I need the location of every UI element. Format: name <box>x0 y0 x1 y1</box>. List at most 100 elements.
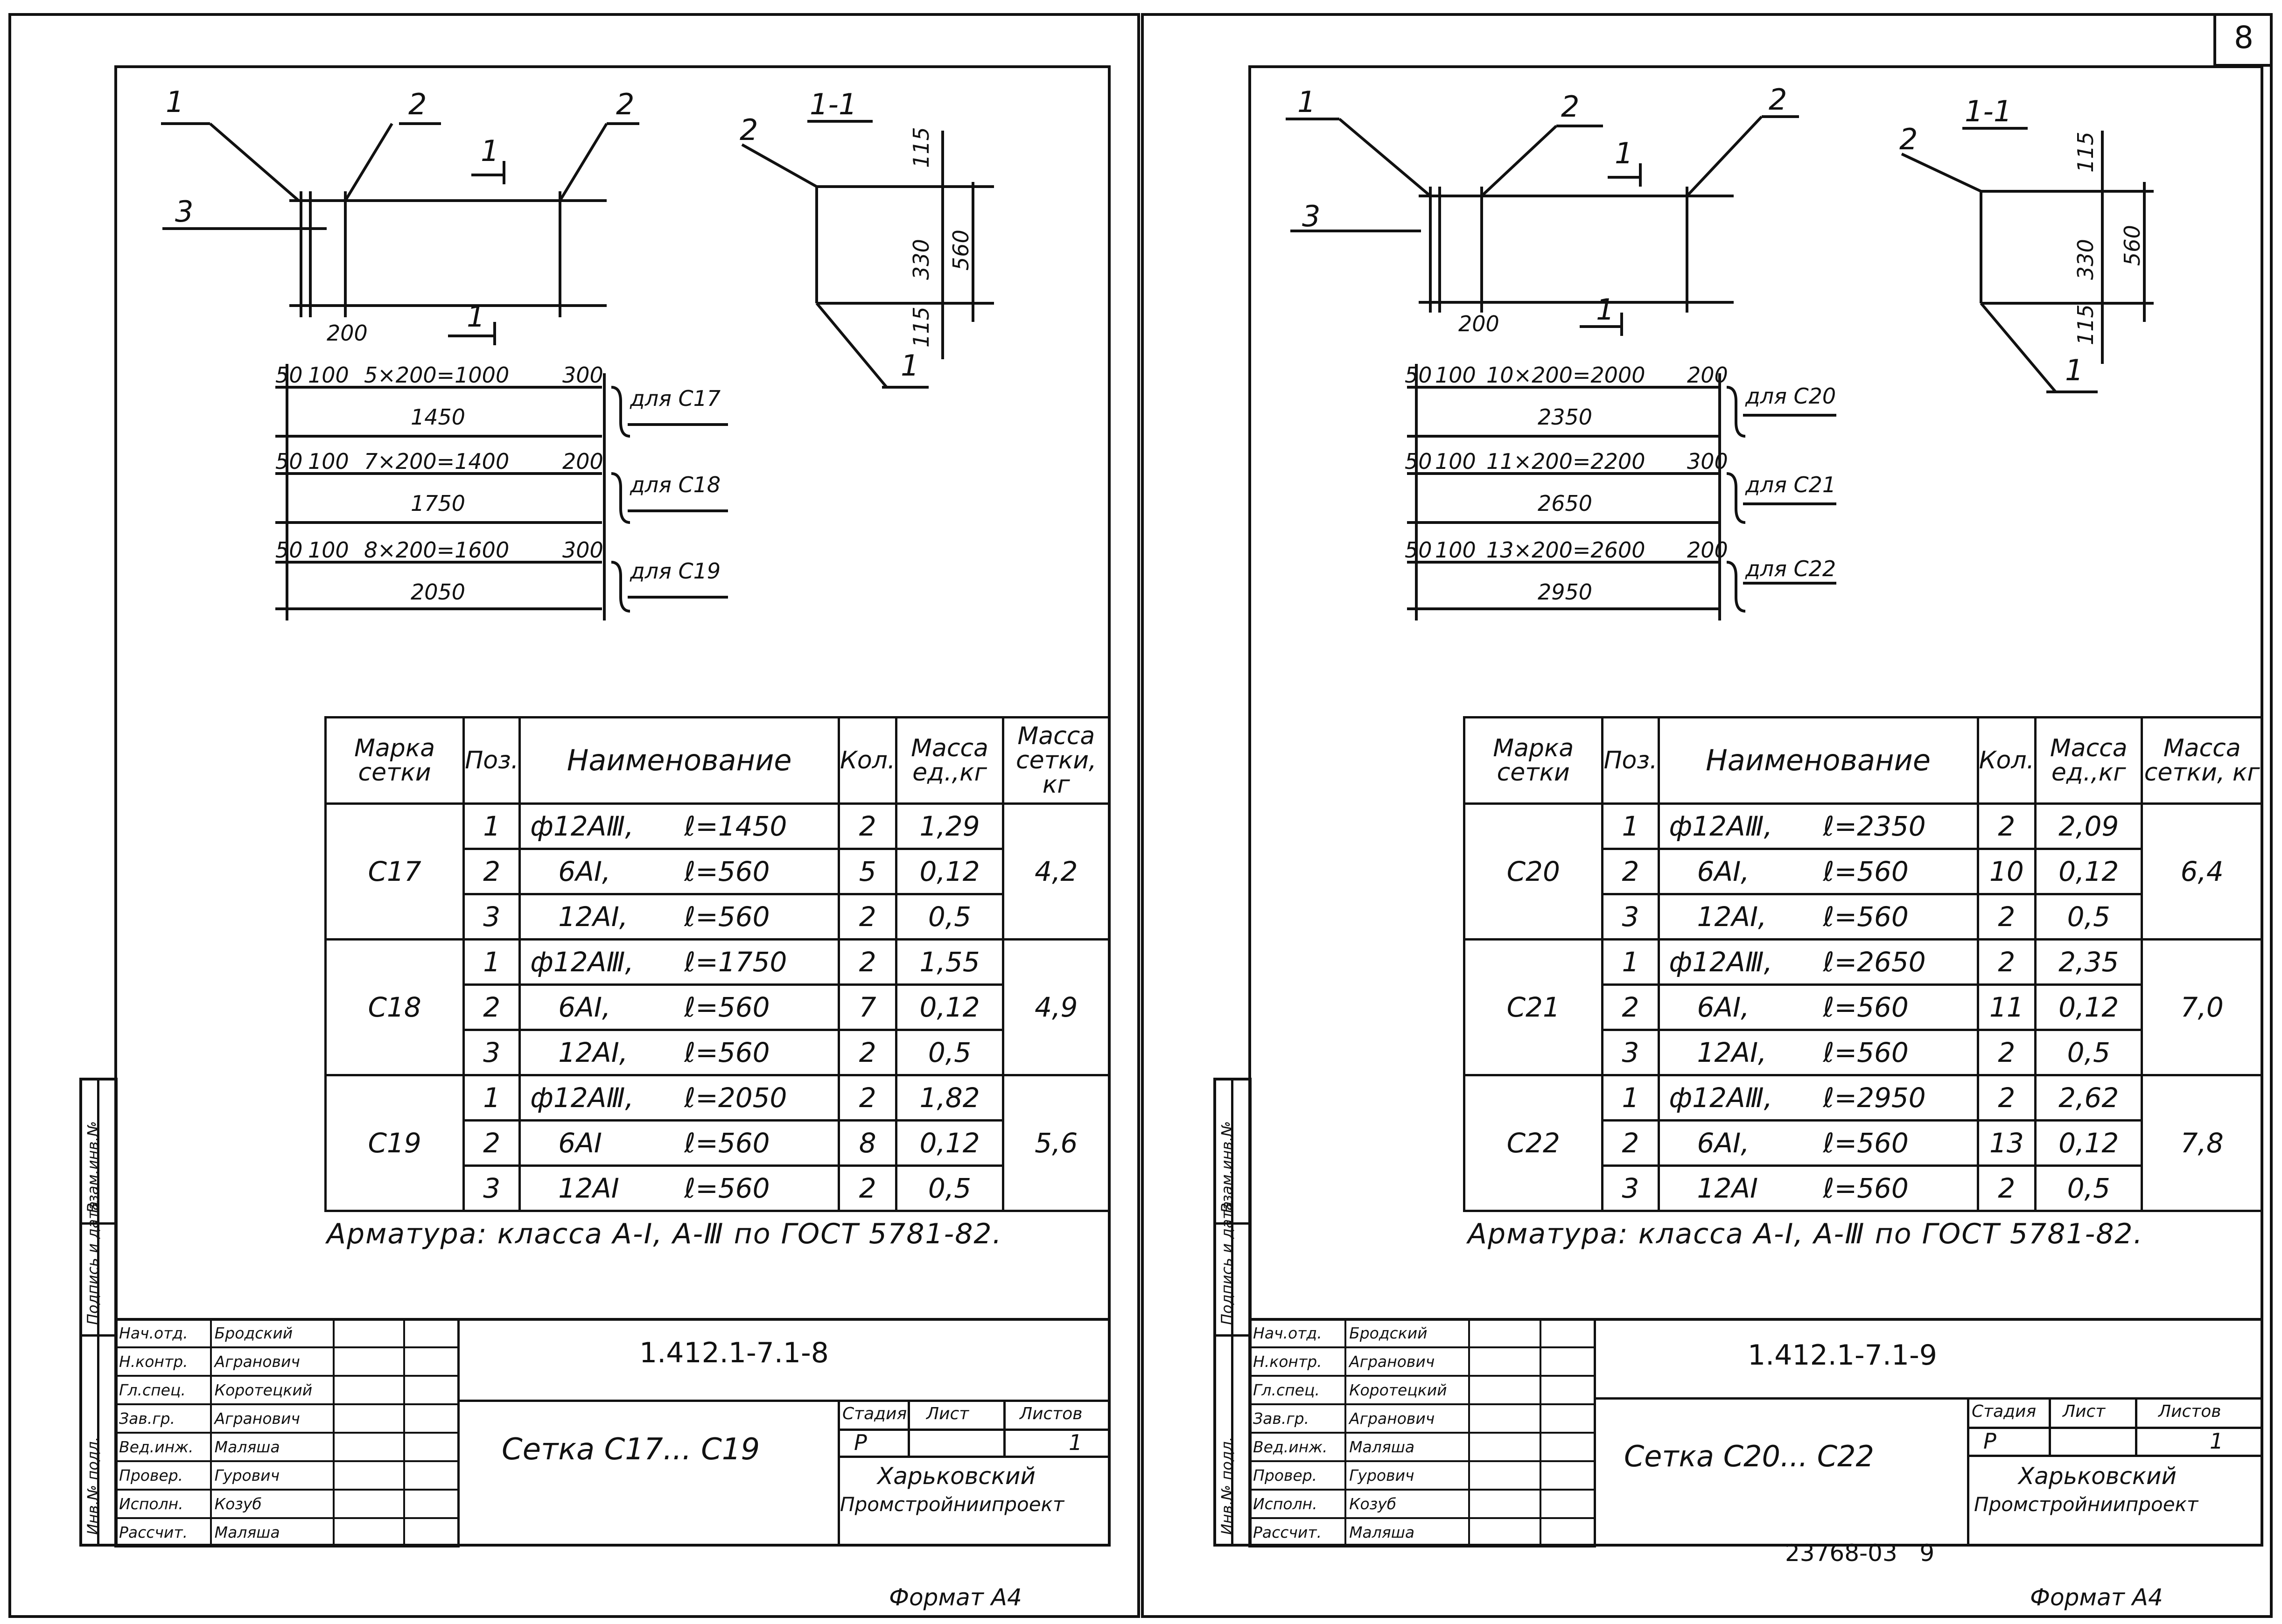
col-header: Марка сетки <box>1463 716 1604 805</box>
svg-text:2: 2 <box>1561 90 1579 124</box>
signature-row: Зав.гр.Агранович <box>114 1403 460 1434</box>
callout: 1 <box>467 300 485 334</box>
spec-table: Марка сетки Поз. Наименование Кол. Масса… <box>324 716 1111 1212</box>
signature-row: Рассчит.Маляша <box>1248 1517 1596 1547</box>
svg-text:200: 200 <box>1687 362 1728 388</box>
svg-text:для С22: для С22 <box>1745 556 1836 581</box>
note-reinforcement: Арматура: класса А-Ⅰ, А-Ⅲ по ГОСТ 5781-8… <box>1468 1218 2143 1250</box>
drawing-title: Сетка С17... С19 <box>502 1432 760 1467</box>
svg-text:115: 115 <box>2073 132 2098 173</box>
signature-row: Гл.спец.Коротецкий <box>1248 1375 1596 1405</box>
svg-text:1: 1 <box>1596 293 1614 327</box>
col-header: Масса сетки, кг <box>1001 716 1111 805</box>
page-number-box <box>2213 13 2273 67</box>
col-header: Наименование <box>518 716 840 805</box>
svg-text:200: 200 <box>1687 537 1728 563</box>
side-label: Взам.инв.№ <box>1218 1121 1236 1213</box>
signature-row: Вед.инж.Маляша <box>114 1432 460 1462</box>
company-name: Харьковский <box>877 1463 1036 1490</box>
svg-text:для С20: для С20 <box>1745 383 1836 409</box>
sheet-right: 8 Взам.инв.№ Подпись и дата Инв.№ подл. <box>1141 0 2282 1624</box>
svg-text:7×200=1400: 7×200=1400 <box>364 449 509 474</box>
svg-text:100: 100 <box>308 449 349 474</box>
svg-text:2650: 2650 <box>1538 491 1592 516</box>
doc-code: 1.412.1-7.1-8 <box>639 1337 829 1369</box>
side-label: Инв.№ подл. <box>1218 1436 1236 1535</box>
col-header: Масса ед.,кг <box>895 716 1004 805</box>
svg-text:300: 300 <box>562 362 603 388</box>
svg-text:для С19: для С19 <box>630 558 721 584</box>
svg-text:2950: 2950 <box>1538 579 1592 605</box>
signature-row: Провер.Гурович <box>114 1460 460 1491</box>
signature-row: Рассчит.Маляша <box>114 1517 460 1547</box>
callout: 1 <box>166 85 184 119</box>
svg-text:1: 1 <box>1297 85 1316 119</box>
svg-text:100: 100 <box>1435 362 1476 388</box>
svg-text:50: 50 <box>1405 537 1432 563</box>
signature-row: Зав.гр.Агранович <box>1248 1403 1596 1434</box>
svg-text:11×200=2200: 11×200=2200 <box>1486 449 1645 474</box>
side-label: Взам.инв.№ <box>84 1121 102 1213</box>
signature-row: Вед.инж.Маляша <box>1248 1432 1596 1462</box>
svg-text:300: 300 <box>562 537 603 563</box>
sheet-left: Взам.инв.№ Подпись и дата Инв.№ подл. <box>8 13 1140 1618</box>
page-number: 8 <box>2234 20 2254 56</box>
svg-text:50: 50 <box>275 449 303 474</box>
svg-text:300: 300 <box>1687 449 1728 474</box>
outer-frame <box>8 13 1140 1618</box>
svg-text:100: 100 <box>1435 537 1476 563</box>
callout: 2 <box>408 87 427 121</box>
svg-text:2: 2 <box>1769 83 1787 117</box>
svg-text:50: 50 <box>1405 449 1432 474</box>
signatures-table: Нач.отд.Бродский Н.контр.Агранович Гл.сп… <box>1248 1318 1596 1547</box>
svg-text:1: 1 <box>2065 353 2083 387</box>
callout: 2 <box>740 113 758 147</box>
note-reinforcement: Арматура: класса А-Ⅰ, А-Ⅲ по ГОСТ 5781-8… <box>327 1218 1002 1250</box>
svg-text:1: 1 <box>1615 136 1633 170</box>
dim: 115 <box>909 127 934 168</box>
spec-table: Марка сетки Поз. Наименование Кол. Масса… <box>1463 716 2263 1212</box>
side-label: Инв.№ подл. <box>84 1436 102 1535</box>
company-name: Промстройниипроект <box>840 1493 1064 1516</box>
svg-text:для С18: для С18 <box>630 472 721 497</box>
svg-text:8×200=1600: 8×200=1600 <box>364 537 509 563</box>
svg-text:50: 50 <box>275 362 303 388</box>
drawing-title: Сетка С20... С22 <box>1624 1439 1874 1473</box>
svg-text:115: 115 <box>2073 304 2098 345</box>
col-header: Кол. <box>837 716 898 805</box>
dim: 560 <box>948 230 973 271</box>
signatures-table: Нач.отд.Бродский Н.контр.Агранович Гл.сп… <box>114 1318 460 1547</box>
svg-text:2350: 2350 <box>1538 404 1592 430</box>
svg-text:560: 560 <box>2120 225 2145 266</box>
svg-text:13×200=2600: 13×200=2600 <box>1486 537 1645 563</box>
col-header: Марка сетки <box>324 716 465 805</box>
signature-row: Гл.спец.Коротецкий <box>114 1375 460 1405</box>
svg-text:200: 200 <box>562 449 603 474</box>
signature-row: Провер.Гурович <box>1248 1460 1596 1491</box>
doc-code: 1.412.1-7.1-9 <box>1748 1339 1937 1372</box>
col-header: Масса ед.,кг <box>2034 716 2143 805</box>
dim: 115 <box>909 307 934 348</box>
section-label: 1-1 <box>810 87 857 121</box>
signature-row: Исполн.Козуб <box>114 1489 460 1519</box>
svg-text:50: 50 <box>1405 362 1432 388</box>
svg-text:2050: 2050 <box>411 579 465 605</box>
svg-text:50: 50 <box>275 537 303 563</box>
section-label: 1-1 <box>1965 94 2012 128</box>
svg-text:330: 330 <box>2073 239 2098 280</box>
